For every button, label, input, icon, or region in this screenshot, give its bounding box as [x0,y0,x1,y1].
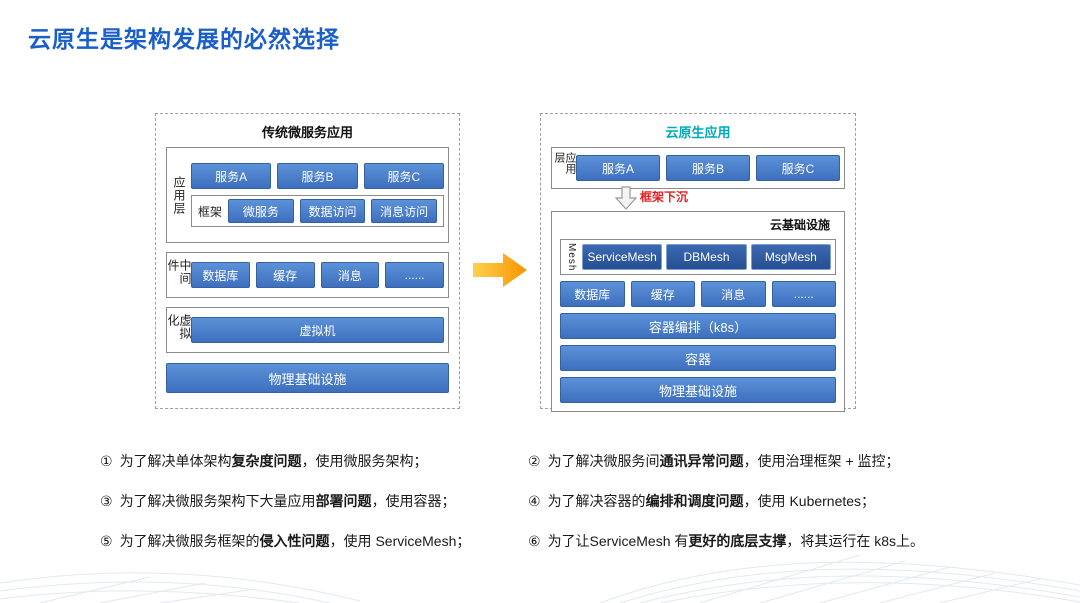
service-box: 服务C [756,155,840,181]
service-box: 服务A [191,163,272,189]
cloud-native-diagram: 云原生应用 应用层 服务A 服务B 服务C 框架下沉 云基础设施 Mesh Se… [540,113,856,413]
note-bold-text: 复杂度问题 [231,453,302,469]
middleware-item: 消息 [320,262,380,288]
middleware-item: 缓存 [255,262,315,288]
app-layer-section: 应用层 服务A 服务B 服务C [551,147,845,189]
cloud-infra-box: 云基础设施 Mesh ServiceMesh DBMesh MsgMesh 数据… [551,211,845,413]
transform-arrow-icon [471,250,531,295]
middleware-item: 缓存 [630,281,695,308]
physical-infra-bar: 物理基础设施 [560,377,836,404]
note-text: ，使用微服务架构； [301,453,428,469]
framework-sink-indicator: 框架下沉 [614,186,689,216]
framework-box: 框架 微服务 数据访问 消息访问 [191,195,444,227]
note-text: 为了解决微服务架构下大量应用 [119,493,316,509]
note-text: ，使用容器； [371,493,456,509]
note-item: ⑥ 为了让ServiceMesh 有更好的底层支撑，将其运行在 k8s上。 [528,532,1000,550]
note-number: ① [100,453,113,469]
note-text: ，使用治理框架 + 监控； [743,453,900,469]
framework-item: 数据访问 [299,199,366,223]
note-bold-text: 更好的底层支撑 [688,533,787,549]
note-text: ，使用 ServiceMesh； [329,533,471,549]
mesh-item: DBMesh [666,244,747,271]
service-box: 服务A [576,155,660,181]
middleware-section: 中间件 数据库 缓存 消息 ...... [166,252,449,298]
mesh-label: Mesh [566,243,577,272]
cloud-native-diagram-title: 云原生应用 [665,125,731,140]
cloud-infra-label: 云基础设施 [769,218,830,232]
orchestration-bar: 容器编排（k8s） [560,313,836,340]
traditional-diagram: 传统微服务应用 应用层 服务A 服务B 服务C 框架 微服务 数据访问 消息访问 [155,113,460,409]
note-text: 为了让ServiceMesh 有 [547,533,689,549]
note-item: ③ 为了解决微服务架构下大量应用部署问题，使用容器； [100,492,528,510]
note-number: ⑤ [100,533,113,549]
vm-row: 虚拟机 [191,314,444,346]
note-text: ，将其运行在 k8s上。 [786,533,925,549]
note-text: 为了解决单体架构 [119,453,232,469]
app-layer-content: 服务A 服务B 服务C 框架 微服务 数据访问 消息访问 [191,152,444,238]
framework-item: 微服务 [228,199,294,223]
mesh-item: MsgMesh [750,244,831,271]
note-number: ⑥ [528,533,541,549]
note-bold-text: 编排和调度问题 [645,493,744,509]
traditional-diagram-title: 传统微服务应用 [261,125,353,140]
mesh-item: ServiceMesh [582,244,663,271]
app-layer-label: 应用层 [553,152,576,174]
service-box: 服务C [363,163,444,189]
physical-infra-bar: 物理基础设施 [166,363,449,393]
sink-arrow-icon [614,186,638,216]
framework-items: 微服务 数据访问 消息访问 [228,199,437,223]
service-row: 服务A 服务B 服务C [191,163,444,189]
container-bar: 容器 [560,345,836,372]
note-item: ⑤ 为了解决微服务框架的侵入性问题，使用 ServiceMesh； [100,532,528,550]
note-text: 为了解决微服务间 [547,453,660,469]
app-layer-section: 应用层 服务A 服务B 服务C 框架 微服务 数据访问 消息访问 [166,147,449,243]
virtualization-section: 虚拟化 虚拟机 [166,307,449,353]
note-number: ③ [100,493,113,509]
service-box: 服务B [666,155,750,181]
middleware-item: 消息 [701,281,766,308]
sink-label: 框架下沉 [640,190,689,204]
middleware-row: 数据库 缓存 消息 ...... [560,281,836,308]
note-number: ② [528,453,541,469]
virtualization-label: 虚拟化 [166,314,192,340]
page-title: 云原生是架构发展的必然选择 [28,26,340,52]
framework-item: 消息访问 [371,199,437,223]
vm-bar: 虚拟机 [191,317,444,343]
service-box: 服务B [277,163,358,189]
note-bold-text: 侵入性问题 [259,533,330,549]
note-text: 为了解决容器的 [547,493,646,509]
middleware-item: ...... [385,262,444,288]
note-item: ④ 为了解决容器的编排和调度问题，使用 Kubernetes； [528,492,1000,510]
framework-label: 框架 [198,204,223,219]
note-bold-text: 部署问题 [315,493,372,509]
middleware-item: ...... [771,281,836,308]
middleware-label: 中间件 [166,259,192,285]
middleware-item: 数据库 [191,262,250,288]
note-text: 为了解决微服务框架的 [119,533,260,549]
note-text: ，使用 Kubernetes； [743,493,876,509]
note-item: ① 为了解决单体架构复杂度问题，使用微服务架构； [100,452,528,470]
note-number: ④ [528,493,541,509]
app-layer-label: 应用层 [172,175,186,215]
mesh-section: Mesh ServiceMesh DBMesh MsgMesh [560,239,836,276]
service-row: 服务A 服务B 服务C [576,152,840,184]
middleware-item: 数据库 [560,281,625,308]
note-item: ② 为了解决微服务间通讯异常问题，使用治理框架 + 监控； [528,452,1000,470]
middleware-row: 数据库 缓存 消息 ...... [191,259,444,291]
note-bold-text: 通讯异常问题 [659,453,744,469]
